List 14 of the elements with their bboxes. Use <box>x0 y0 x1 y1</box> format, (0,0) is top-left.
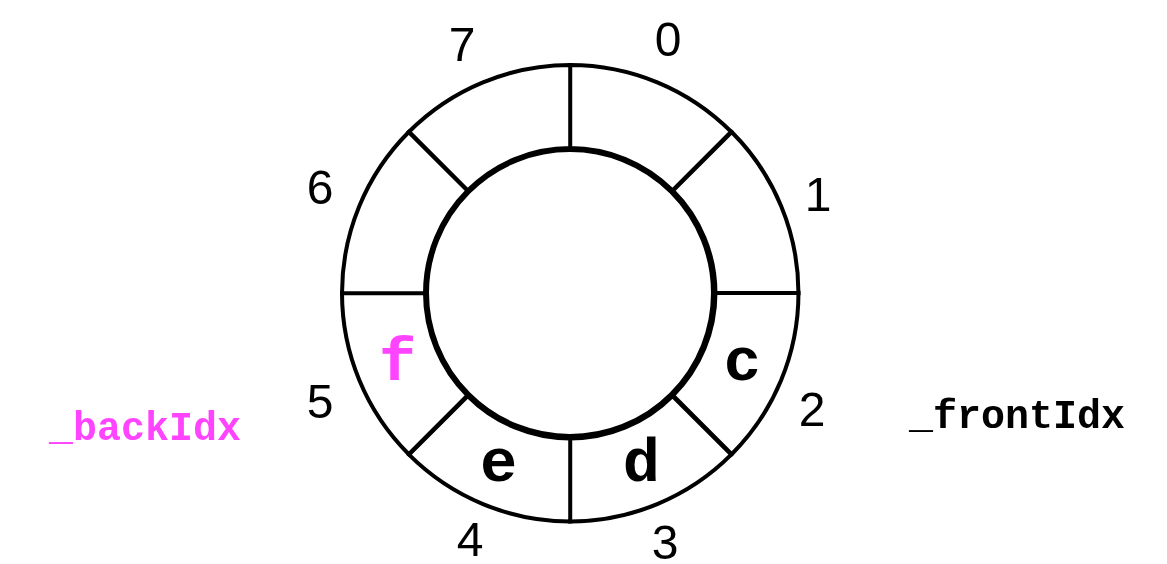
slot-value: d <box>622 434 660 497</box>
slot-value: f <box>379 333 417 396</box>
index-number: 7 <box>448 21 476 69</box>
index-number: 3 <box>651 519 679 564</box>
slot-value: c <box>723 333 761 396</box>
index-number: 2 <box>798 386 826 434</box>
index-number: 0 <box>654 16 682 64</box>
pointer-name: _backIdx <box>49 410 241 450</box>
pointer-name: _frontIdx <box>909 398 1125 438</box>
index-number: 1 <box>804 171 832 219</box>
index-number: 5 <box>306 378 334 426</box>
index-number: 6 <box>306 164 334 212</box>
index-number: 4 <box>456 516 484 564</box>
slot-value: e <box>480 434 518 497</box>
